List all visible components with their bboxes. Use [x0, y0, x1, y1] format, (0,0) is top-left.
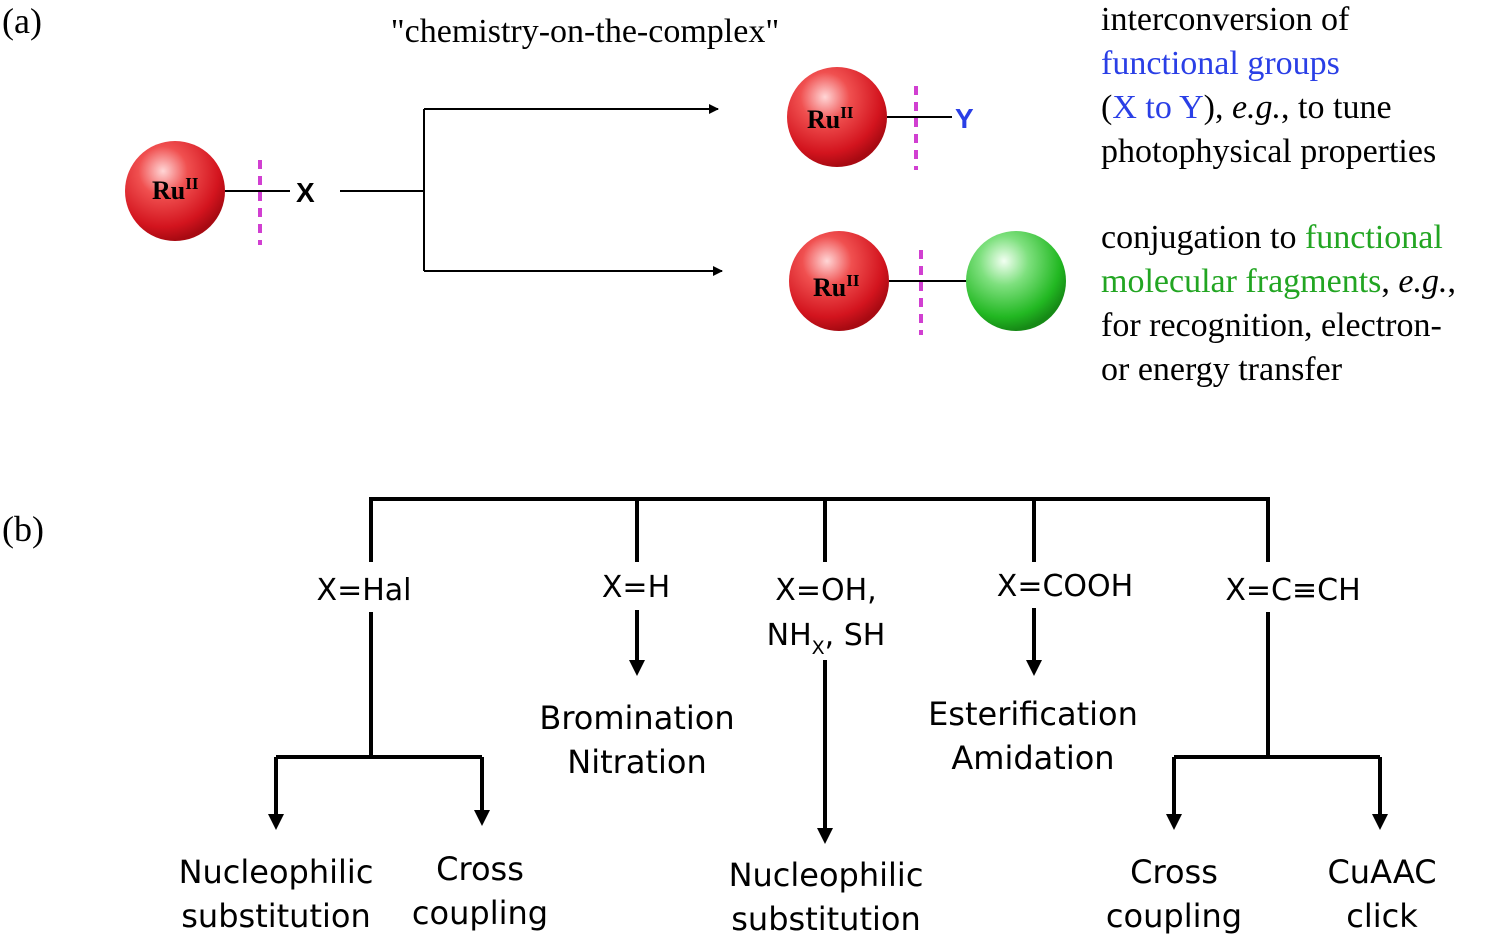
- arrow-down-icon: [1166, 814, 1182, 830]
- outcome-alkyne-left-line2: coupling: [1106, 897, 1242, 935]
- outcome-oh-line1: Nucleophilic: [729, 856, 924, 894]
- group-label-oh: X=OH,: [775, 573, 876, 608]
- description-interconversion: interconversion of functional groups (X …: [1101, 1, 1436, 170]
- svg-text:functional groups: functional groups: [1101, 45, 1340, 82]
- arrow-down-icon: [629, 660, 645, 676]
- outcome-hal-right-line1: Cross: [436, 850, 524, 888]
- group-label-h: X=H: [602, 570, 670, 605]
- description-conjugation: conjugation to functional molecular frag…: [1101, 219, 1456, 388]
- ru-sphere-icon: [789, 231, 889, 331]
- outcome-cooh-line1: Esterification: [928, 695, 1138, 733]
- start-complex: RuII X: [125, 141, 315, 245]
- group-labels: X=Hal X=H X=OH, NHX, SH X=COOH X=C≡CH: [317, 569, 1361, 659]
- arrow-down-icon: [1026, 660, 1042, 676]
- panel-a-title: "chemistry-on-the-complex": [391, 13, 779, 50]
- group-label-cooh: X=COOH: [997, 569, 1133, 604]
- svg-text:for recognition, electron-: for recognition, electron-: [1101, 307, 1442, 344]
- svg-text:or energy transfer: or energy transfer: [1101, 351, 1343, 388]
- tree-arrowheads: [268, 660, 1388, 844]
- outcome-oh-line2: substitution: [731, 900, 921, 938]
- panel-b-label: (b): [2, 509, 44, 549]
- svg-text:molecular fragments, e.g.,: molecular fragments, e.g.,: [1101, 263, 1456, 300]
- branch-arrow: [340, 104, 723, 276]
- outcome-hal-right-line2: coupling: [412, 894, 548, 932]
- arrow-down-icon: [474, 810, 490, 826]
- panel-a-label: (a): [2, 1, 42, 41]
- outcome-hal-left-line2: substitution: [181, 897, 371, 935]
- group-label-nh-sh: NHX, SH: [767, 618, 886, 659]
- arrow-down-icon: [268, 814, 284, 830]
- ru-label: RuII: [807, 103, 854, 134]
- group-label-alkyne: X=C≡CH: [1225, 573, 1360, 608]
- outcome-labels: Nucleophilic substitution Cross coupling…: [179, 695, 1437, 938]
- outcome-alkyne-right-line1: CuAAC: [1327, 853, 1436, 891]
- arrow-down-icon: [1372, 814, 1388, 830]
- outcome-cooh-line2: Amidation: [951, 739, 1114, 777]
- ru-label: RuII: [152, 174, 199, 205]
- svg-text:interconversion of: interconversion of: [1101, 1, 1350, 38]
- panel-b: (b): [2, 497, 1437, 938]
- outcome-alkyne-left-line1: Cross: [1130, 853, 1218, 891]
- ru-sphere-icon: [787, 67, 887, 167]
- ru-label: RuII: [813, 271, 860, 302]
- group-label-hal: X=Hal: [317, 573, 412, 608]
- outcome-hal-left-line1: Nucleophilic: [179, 853, 374, 891]
- group-x-label: X: [296, 177, 315, 208]
- outcome-alkyne-right-line2: click: [1346, 897, 1418, 935]
- outcome-h-line1: Bromination: [539, 699, 734, 737]
- svg-text:photophysical properties: photophysical properties: [1101, 133, 1436, 170]
- panel-a: (a) "chemistry-on-the-complex" RuII X Ru…: [2, 1, 1456, 388]
- ru-sphere-icon: [125, 141, 225, 241]
- tree-lines: [274, 497, 1382, 830]
- product-y-complex: RuII Y: [787, 67, 974, 170]
- svg-text:(X to Y), e.g., to tune: (X to Y), e.g., to tune: [1101, 89, 1392, 126]
- arrow-down-icon: [817, 828, 833, 844]
- product-conjugate-complex: RuII: [789, 231, 1066, 335]
- outcome-h-line2: Nitration: [567, 743, 706, 781]
- group-y-label: Y: [955, 103, 974, 134]
- svg-text:conjugation to functional: conjugation to functional: [1101, 219, 1443, 256]
- functional-fragment-sphere-icon: [966, 231, 1066, 331]
